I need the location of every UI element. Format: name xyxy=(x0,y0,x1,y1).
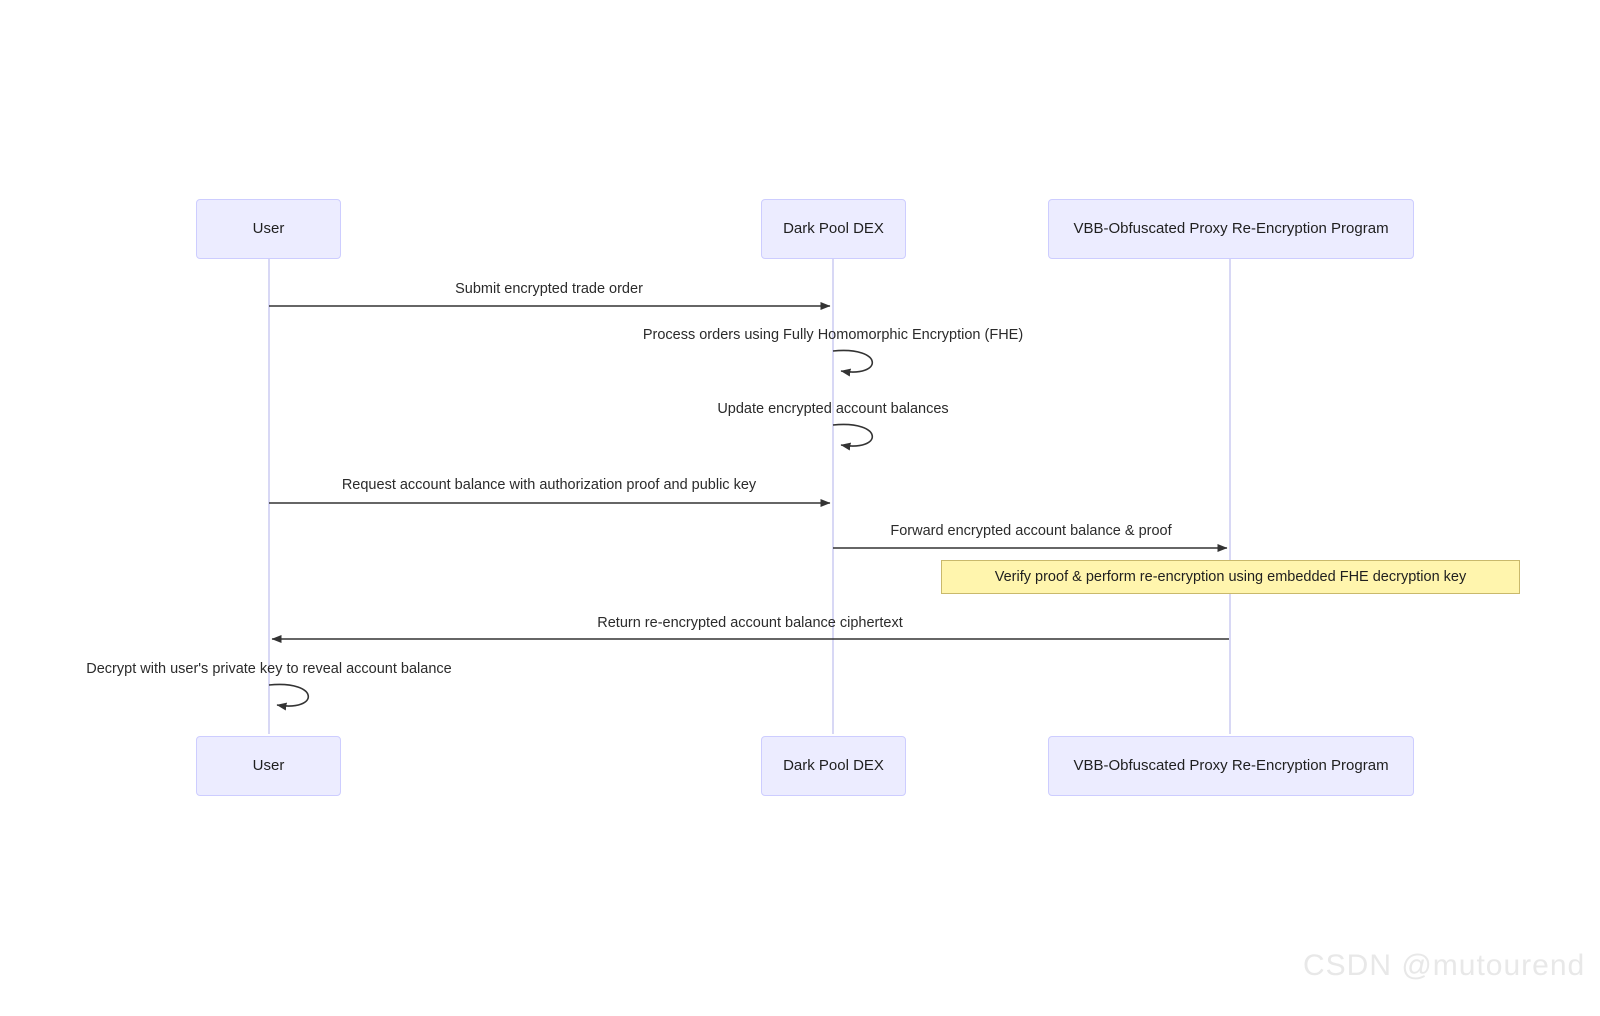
self-loop-process-orders-fhe xyxy=(832,349,874,377)
msg-label-return-reencrypted-ciphertext: Return re-encrypted account balance ciph… xyxy=(597,616,902,631)
watermark-text: CSDN @mutourend xyxy=(1303,949,1586,982)
msg-text-6: Return re-encrypted account balance ciph… xyxy=(597,615,903,631)
actor-dark-pool-dex-top[interactable]: Dark Pool DEX xyxy=(761,199,906,259)
actor-label-dex-top: Dark Pool DEX xyxy=(783,220,884,237)
msg-label-forward-encrypted-balance-proof: Forward encrypted account balance & proo… xyxy=(890,524,1171,539)
lifeline-dark-pool-dex xyxy=(832,259,834,734)
msg-label-update-encrypted-balances: Update encrypted account balances xyxy=(717,402,948,417)
msg-label-submit-encrypted-trade-order: Submit encrypted trade order xyxy=(455,282,643,297)
actor-label-dex-bottom: Dark Pool DEX xyxy=(783,757,884,774)
actor-vbb-program-bottom[interactable]: VBB-Obfuscated Proxy Re-Encryption Progr… xyxy=(1048,736,1414,796)
actor-label-vbb-top: VBB-Obfuscated Proxy Re-Encryption Progr… xyxy=(1073,220,1389,237)
msg-text-5: Forward encrypted account balance & proo… xyxy=(890,523,1172,539)
actor-label-vbb-bottom: VBB-Obfuscated Proxy Re-Encryption Progr… xyxy=(1073,757,1389,774)
msg-text-3: Update encrypted account balances xyxy=(717,401,949,417)
msg-label-decrypt-private-key: Decrypt with user's private key to revea… xyxy=(86,662,451,677)
note-verify-proof: Verify proof & perform re-encryption usi… xyxy=(941,560,1520,594)
self-loop-decrypt-private-key xyxy=(268,683,310,711)
watermark: CSDN @mutourend xyxy=(1303,949,1585,983)
msg-text-1: Submit encrypted trade order xyxy=(455,281,643,297)
msg-text-7: Decrypt with user's private key to revea… xyxy=(86,661,452,677)
lifeline-vbb-program xyxy=(1229,259,1231,734)
msg-label-process-orders-fhe: Process orders using Fully Homomorphic E… xyxy=(643,328,1023,343)
actor-user-bottom[interactable]: User xyxy=(196,736,341,796)
msg-text-4: Request account balance with authorizati… xyxy=(341,477,757,493)
actor-label-user-bottom: User xyxy=(252,757,285,774)
self-loop-update-encrypted-balances xyxy=(832,423,874,451)
actor-dark-pool-dex-bottom[interactable]: Dark Pool DEX xyxy=(761,736,906,796)
actor-user-top[interactable]: User xyxy=(196,199,341,259)
msg-label-request-account-balance: Request account balance with authorizati… xyxy=(342,478,756,493)
lifeline-user xyxy=(268,259,270,734)
actor-label-user-top: User xyxy=(252,220,285,237)
note-text: Verify proof & perform re-encryption usi… xyxy=(994,569,1467,585)
msg-text-2: Process orders using Fully Homomorphic E… xyxy=(642,327,1024,343)
actor-vbb-program-top[interactable]: VBB-Obfuscated Proxy Re-Encryption Progr… xyxy=(1048,199,1414,259)
